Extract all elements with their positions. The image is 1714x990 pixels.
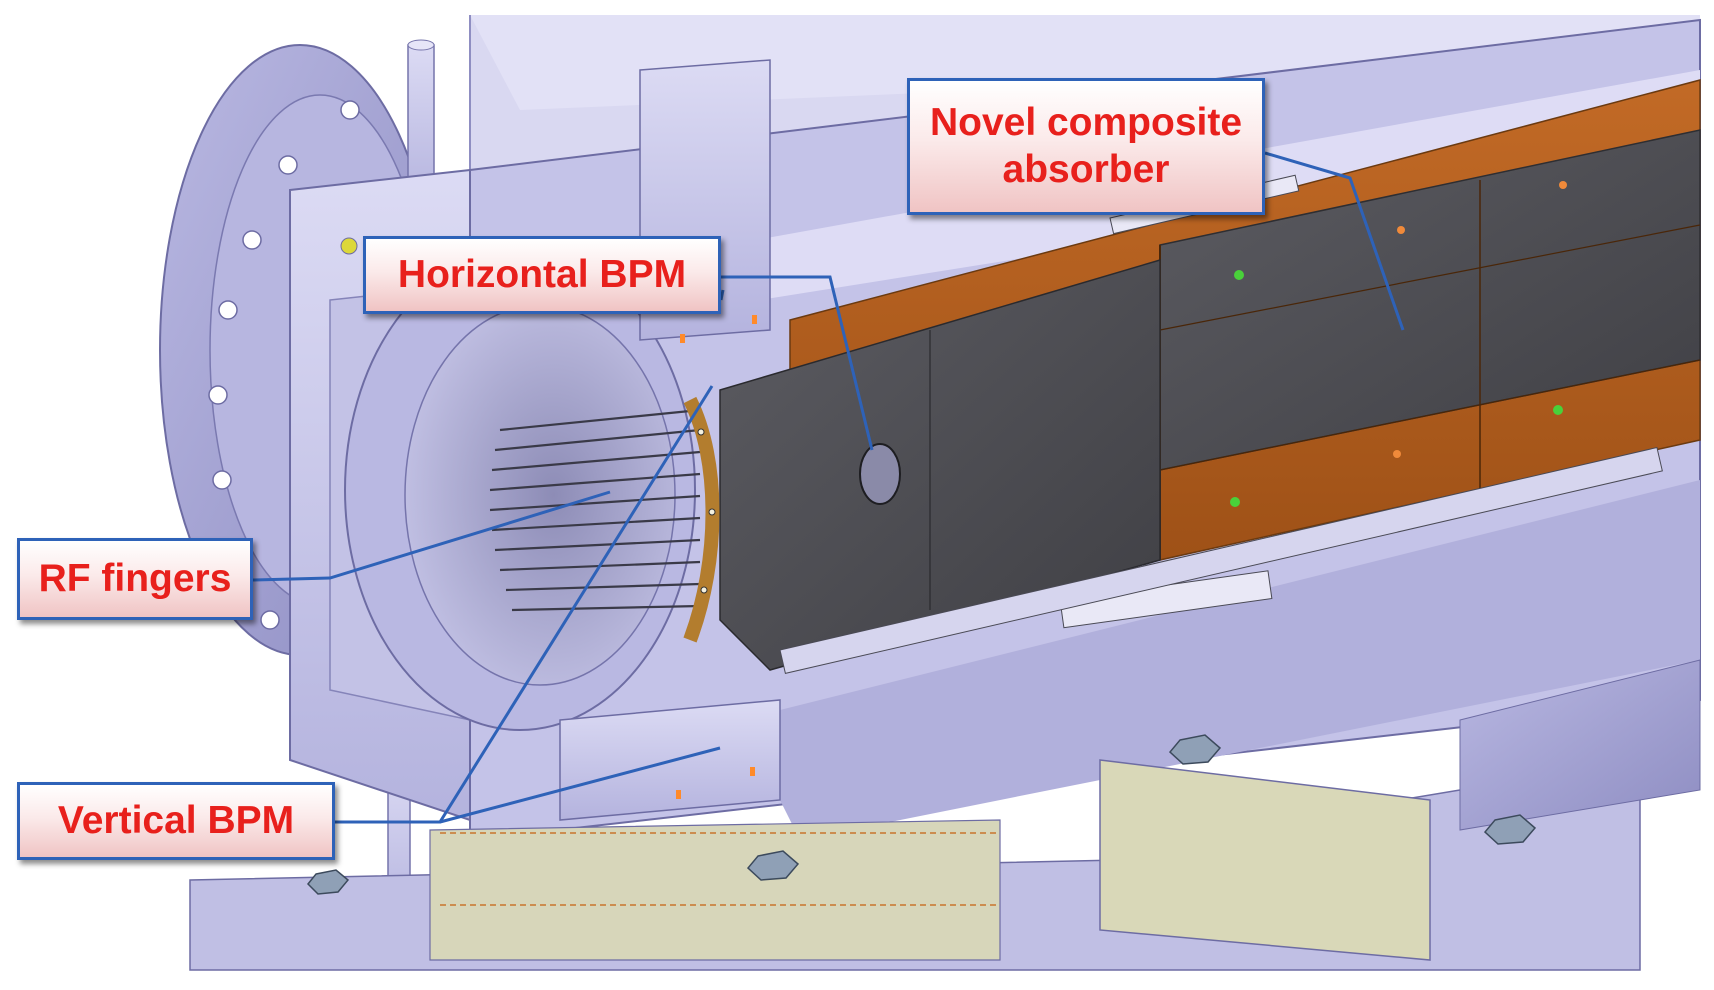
tapered-absorber bbox=[719, 258, 1161, 671]
horizontal-bpm-callout: Horizontal BPM bbox=[363, 236, 721, 314]
leader-hbpm bbox=[721, 275, 874, 451]
leader-rf bbox=[252, 490, 611, 582]
leader-absorber bbox=[1264, 151, 1405, 331]
vertical-bpm-callout-text: Vertical BPM bbox=[57, 798, 295, 842]
rf-fingers-callout-text: RF fingers bbox=[38, 556, 232, 600]
leader-hbpm-2 bbox=[719, 289, 725, 301]
leader-lines bbox=[252, 151, 1405, 824]
horizontal-bpm-callout-text: Horizontal BPM bbox=[397, 252, 687, 296]
leader-vbpm-2 bbox=[439, 746, 721, 824]
bore-and-fingers bbox=[344, 249, 720, 731]
support-base bbox=[189, 659, 1701, 971]
absorber-callout-text: Novel composite absorber bbox=[929, 101, 1243, 191]
rf-fingers-callout: RF fingers bbox=[17, 538, 253, 620]
absorber-callout: Novel composite absorber bbox=[907, 78, 1265, 215]
vertical-bpm-callout: Vertical BPM bbox=[17, 782, 335, 860]
